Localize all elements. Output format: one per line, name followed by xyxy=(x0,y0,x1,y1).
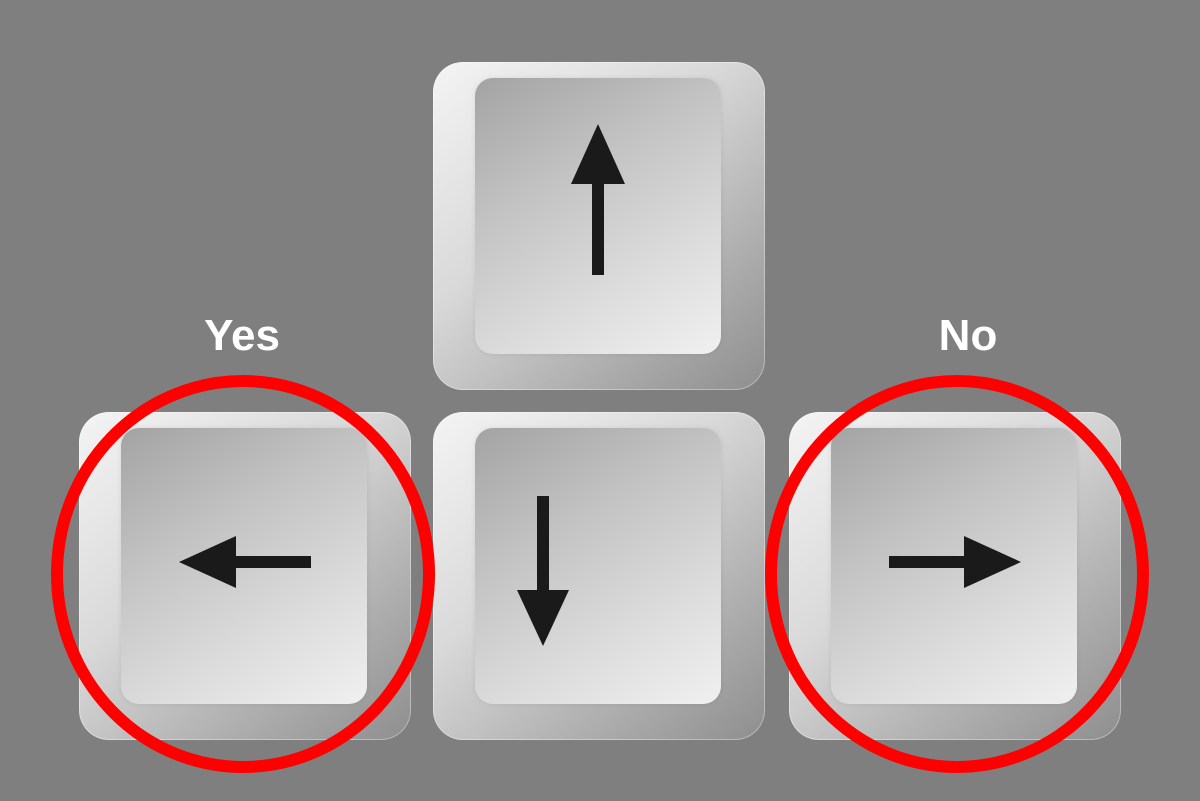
arrow-left-icon xyxy=(179,536,311,588)
right-arrow-key[interactable] xyxy=(789,412,1121,740)
down-arrow-keycap xyxy=(475,428,721,704)
arrow-down-icon xyxy=(517,496,569,646)
no-label: No xyxy=(938,311,998,360)
arrow-right-icon xyxy=(889,536,1021,588)
up-arrow-key[interactable] xyxy=(433,62,765,390)
right-arrow-keycap xyxy=(831,428,1077,704)
left-arrow-keycap xyxy=(121,428,367,704)
up-arrow-keycap xyxy=(475,78,721,354)
yes-label: Yes xyxy=(204,311,280,360)
down-arrow-key[interactable] xyxy=(433,412,765,740)
left-arrow-key[interactable] xyxy=(79,412,411,740)
arrow-up-icon xyxy=(571,124,625,275)
